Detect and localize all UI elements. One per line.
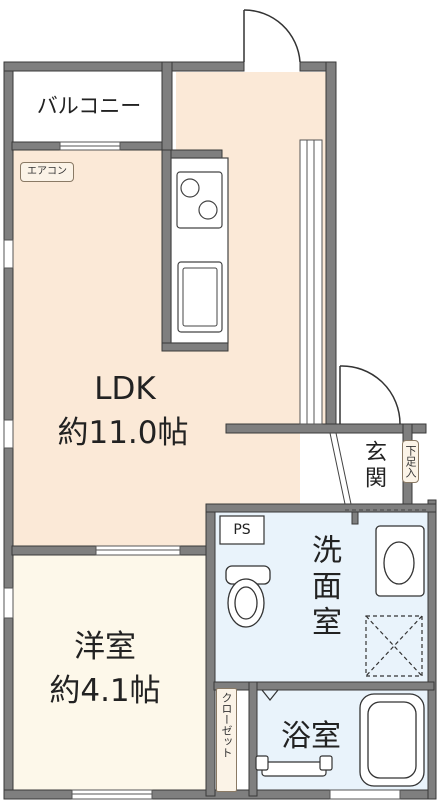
aircon-tag: エアコン [20,162,74,182]
windows [3,141,401,800]
wall-right-lower [427,499,437,800]
window-ldk-left-upper [3,239,14,269]
wall-wash-bottom [213,681,435,691]
toilet-icon [225,565,271,628]
stove [176,171,223,229]
burner-icon [180,178,200,198]
western-room-floor [12,555,212,792]
entrance-label: 玄関 [361,440,386,492]
washing-machine-space [365,615,423,677]
western-room-area: 約4.1帖 [49,673,161,709]
burner-icon [198,200,218,220]
kitchen-counter [170,157,229,344]
bathtub-icon [359,693,425,787]
wall-wash-right [351,511,359,525]
balcony-floor [12,72,162,142]
ldk-area: 約11.0帖 [57,415,189,451]
window-western-left [3,587,14,619]
balcony-label: バルコニー [36,94,142,118]
wall-kitchen-left [161,149,172,351]
ps-box [219,515,265,545]
sink [177,261,223,333]
entry-door-top [243,9,301,63]
wall-wet-top [205,503,437,513]
wall-bath-left [248,681,258,797]
western-room-name: 洋室 [74,629,136,665]
washbasin-icon [375,525,425,597]
entrance-door [339,365,401,425]
wall-top-left [3,61,245,72]
shoe-storage-tag: 下足入 [402,440,419,483]
bath-label: 浴室 [281,719,341,754]
ps-label: PS [233,522,251,538]
hall-storage [299,139,323,425]
window-ldk-left-lower [3,419,14,449]
bath-door-mark [261,689,279,701]
ldk-lower-floor [12,428,230,546]
wall-kitchen-bottom [161,342,229,352]
wall-right-upper [325,61,337,427]
wall-balcony-right [161,61,173,153]
closet-tag: クローゼット [216,688,237,792]
ldk-name: LDK [94,371,156,407]
washroom-label: 洗面室 [306,534,341,642]
entrance-step [329,432,428,511]
wall-entrance-top [225,423,427,434]
faucet-icon [255,755,333,777]
wall-western-right [205,505,216,797]
window-bath-bottom [329,789,401,800]
